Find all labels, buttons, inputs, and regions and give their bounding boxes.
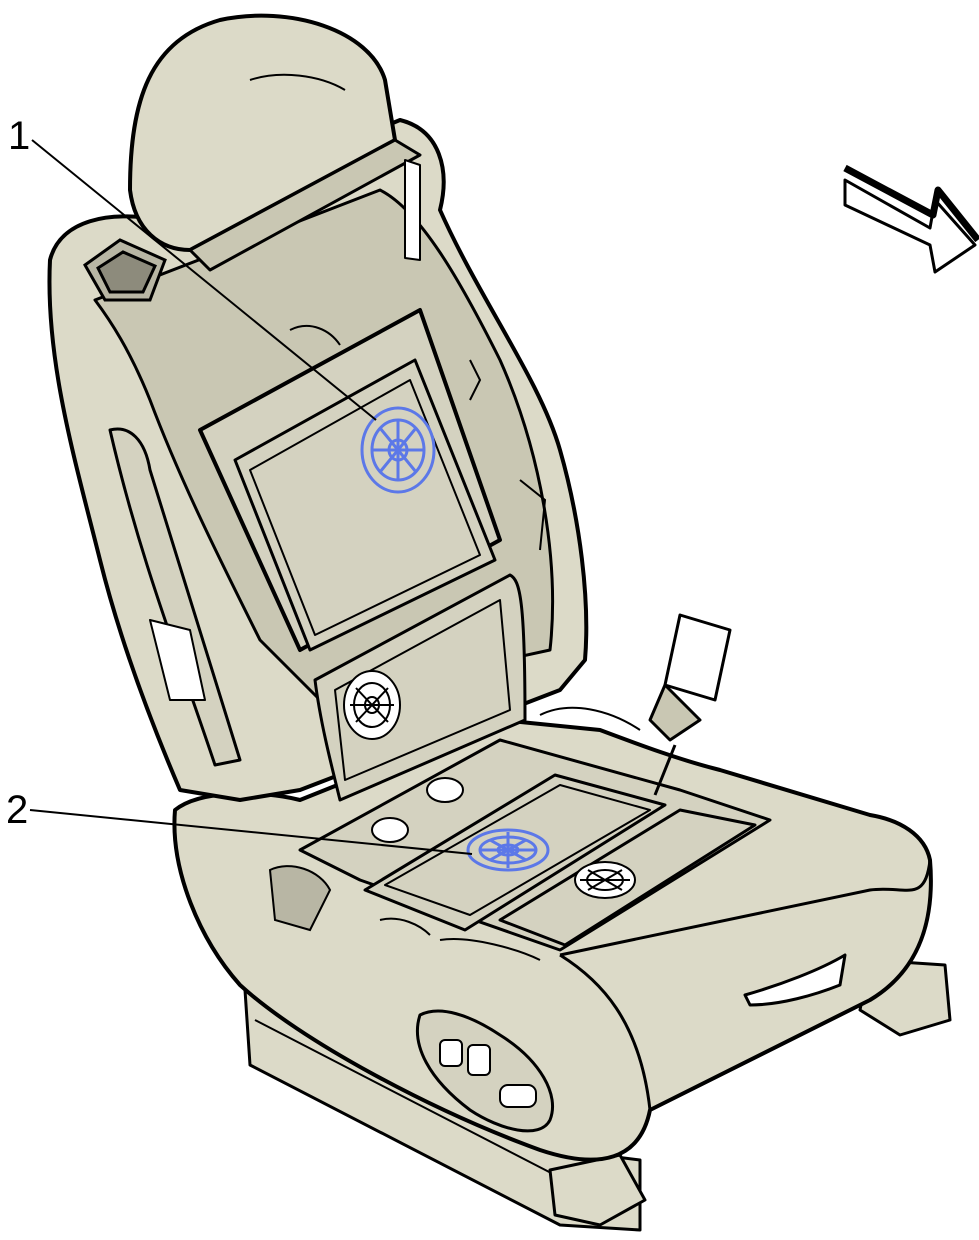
headrest	[128, 13, 422, 272]
cushion-blower-fan-icon	[466, 828, 550, 872]
trim-details	[268, 325, 641, 961]
seatback-blower-fan-icon	[360, 406, 436, 494]
lumbar-panel	[313, 573, 527, 802]
front-direction-arrow-icon	[843, 164, 979, 274]
belt-buckle	[648, 613, 732, 796]
callout-label-2: 2	[6, 788, 29, 832]
shoulder-control	[83, 238, 167, 302]
cushion-fan-rear	[574, 861, 636, 899]
callout-label-1: 1	[8, 114, 31, 158]
leader-line-2	[29, 809, 473, 855]
leader-line-1	[31, 139, 377, 421]
leader-lines	[29, 139, 473, 855]
lumbar-fan	[343, 670, 401, 740]
